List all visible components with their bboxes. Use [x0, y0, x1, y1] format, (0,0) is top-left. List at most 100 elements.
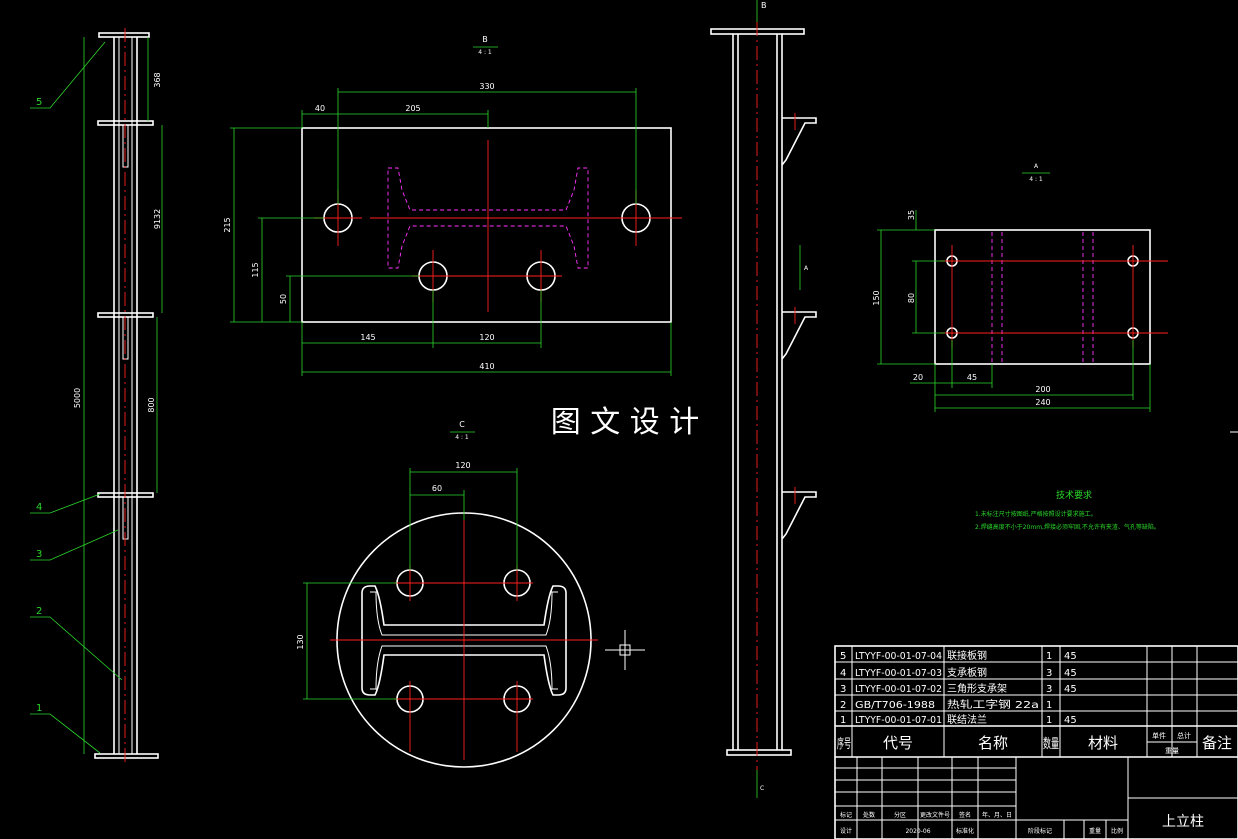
bom-name: 联结法兰	[947, 713, 987, 726]
dim-120: 120	[455, 461, 470, 470]
dim-368: 368	[153, 72, 162, 87]
tb-sign-count: 处数	[863, 811, 875, 819]
view-marker-b: B	[761, 1, 767, 10]
tb-standard: 标准化	[956, 827, 974, 835]
dim-5000: 5000	[73, 388, 82, 408]
dim-330: 330	[479, 82, 494, 91]
callout-leader-2	[30, 616, 123, 681]
tech-title: 技术要求	[1056, 489, 1092, 501]
bom-no: 3	[840, 684, 846, 695]
bom-header-code: 代号	[883, 734, 913, 752]
bracket-plate-outline	[934, 229, 1151, 365]
tb-design-date: 2020-06	[905, 828, 930, 835]
support-plate	[97, 492, 154, 498]
bill-of-materials: 5 LTYYF-00-01-07-04 联接板钢 1 45 4 LTYYF-00…	[834, 645, 1238, 839]
callout-leader-1	[30, 713, 101, 754]
bom-code: LTYYF-00-01-07-01	[855, 715, 942, 726]
bom-no: 1	[840, 715, 846, 726]
bottom-flange-plate	[726, 749, 792, 756]
column-side-view: B A C	[710, 0, 817, 798]
view-marker-a: A	[804, 265, 809, 272]
dim-410: 410	[479, 362, 494, 371]
triangle-bracket	[781, 311, 817, 360]
bom-header-qty: 数量	[1043, 737, 1059, 752]
bom-qty: 1	[1046, 715, 1052, 726]
bracket-plate-view-a: A 4 : 1 35 80 150 20 45	[872, 163, 1238, 433]
i-beam-section	[361, 585, 567, 696]
dim-50: 50	[279, 294, 288, 304]
dim-60: 60	[432, 484, 442, 493]
callout-leader-3	[30, 529, 119, 561]
watermark-text: 图 文 设 计	[551, 405, 700, 440]
view-marker-c: C	[760, 785, 764, 792]
bottom-flange-plate	[94, 753, 159, 759]
callout-leader-5	[30, 41, 106, 109]
tb-sign-mark: 标记	[840, 811, 852, 819]
dim-150: 150	[872, 290, 881, 305]
dim-200: 200	[1035, 385, 1050, 394]
crosshair-cursor-icon	[605, 630, 645, 670]
view-scale-a: 4 : 1	[1029, 176, 1043, 183]
tb-sign-signature: 签名	[959, 811, 971, 819]
view-label-b: B	[482, 35, 488, 44]
bracket-stub	[122, 316, 129, 360]
bom-qty: 3	[1046, 668, 1052, 679]
dim-205: 205	[405, 104, 420, 113]
view-label-c: C	[459, 420, 465, 429]
tb-scale: 比例	[1111, 827, 1123, 835]
bom-header-single: 单件	[1152, 731, 1166, 740]
bom-header-weight: 重量	[1165, 747, 1179, 755]
flange-view-c: C 4 : 1 120 60 130	[296, 420, 645, 768]
callout-4: 4	[36, 502, 42, 513]
support-plate	[97, 120, 154, 126]
triangle-bracket	[781, 117, 817, 166]
bom-code: LTYYF-00-01-07-03	[855, 668, 942, 679]
plate-outline	[301, 127, 672, 323]
dim-145: 145	[360, 333, 375, 342]
bom-header-note: 备注	[1202, 734, 1232, 752]
tb-sign-doc: 更改文件号	[920, 811, 950, 819]
view-scale-c: 4 : 1	[455, 434, 469, 441]
dim-130: 130	[296, 634, 305, 649]
bom-qty: 3	[1046, 684, 1052, 695]
callout-5: 5	[36, 97, 42, 108]
technical-requirements: 技术要求 1.未标注尺寸按图纸,严格按照设计要求施工。 2.焊缝高度不小于20m…	[975, 489, 1160, 531]
bom-qty: 1	[1046, 651, 1052, 662]
top-flange-plate	[98, 32, 150, 38]
plate-view-b: B 4 : 1 40 205 330	[223, 35, 682, 376]
dim-800: 800	[147, 397, 156, 412]
bom-no: 4	[840, 668, 846, 679]
dim-215: 215	[223, 217, 232, 232]
dim-45: 45	[967, 373, 977, 382]
column-elevation-view: 368 9132 800 5000 5 4 3 2 1	[30, 28, 163, 762]
tb-sign-date: 年、月、日	[982, 811, 1012, 819]
bom-material: 45	[1064, 715, 1077, 726]
bom-name: 支承板钢	[947, 666, 987, 679]
dim-9132: 9132	[153, 209, 162, 229]
bom-qty: 1	[1046, 700, 1052, 711]
view-label-a: A	[1034, 163, 1039, 170]
dim-80: 80	[907, 293, 916, 303]
dim-120: 120	[479, 333, 494, 342]
bom-header-no: 序号	[837, 737, 851, 752]
bom-header-name: 名称	[978, 734, 1008, 752]
dim-240: 240	[1035, 398, 1050, 407]
tech-line-1: 1.未标注尺寸按图纸,严格按照设计要求施工。	[975, 510, 1097, 518]
dim-115: 115	[251, 262, 260, 277]
bom-material: 45	[1064, 684, 1077, 695]
bracket-stub	[122, 124, 129, 168]
bom-frame	[834, 645, 1238, 839]
bom-name: 联接板钢	[947, 649, 987, 662]
title-block: 标记 处数 分区 更改文件号 签名 年、月、日 设计 2020-06 标准化 阶…	[835, 757, 1238, 839]
dim-40: 40	[315, 104, 325, 113]
top-flange-plate	[710, 28, 805, 35]
bom-code: LTYYF-00-01-07-04	[855, 651, 942, 662]
bom-header-material: 材料	[1088, 734, 1118, 752]
callout-leader-4	[30, 493, 101, 514]
dim-20: 20	[913, 373, 923, 382]
bom-code: GB/T706-1988	[855, 700, 935, 711]
bracket-stub	[122, 496, 129, 540]
callout-1: 1	[36, 703, 42, 714]
triangle-bracket	[781, 491, 817, 540]
